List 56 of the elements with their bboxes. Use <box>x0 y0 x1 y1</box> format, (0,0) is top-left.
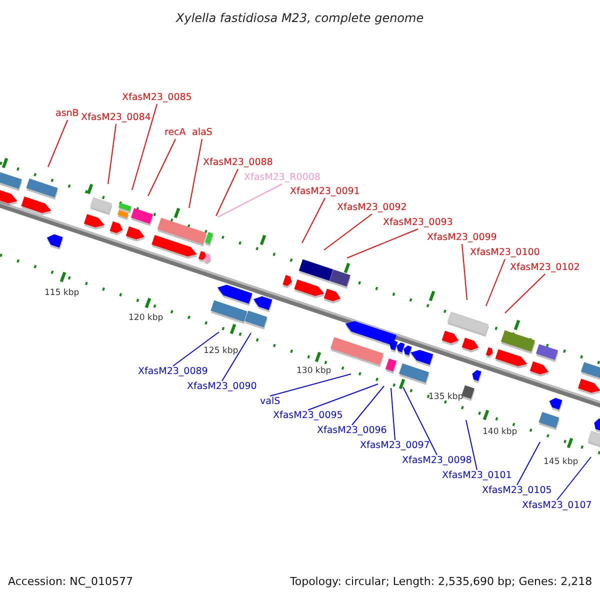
gene-label: XfasM23_0101 <box>442 470 512 482</box>
leader-line <box>302 198 326 244</box>
leader-line <box>504 274 546 314</box>
gene-label: XfasM23_0095 <box>273 410 343 422</box>
tick-label: 145 kbp <box>544 456 578 468</box>
gene-label: XfasM23_0105 <box>482 485 552 497</box>
gene-label: XfasM23_0102 <box>510 262 580 274</box>
tick-label: 140 kbp <box>482 426 518 438</box>
gene-label: XfasM23_0100 <box>470 247 540 259</box>
accession-note: Accession: NC_010577 <box>8 576 134 588</box>
leader-line <box>132 104 158 190</box>
tick-label: 130 kbp <box>296 365 332 377</box>
gene-label: asnB <box>56 108 79 120</box>
leader-line <box>466 420 478 470</box>
leader-line <box>48 120 68 168</box>
leader-line <box>218 184 282 218</box>
leader-line <box>346 228 418 258</box>
tick-label: 120 kbp <box>128 312 164 324</box>
gene-label: XfasM23_0099 <box>427 232 497 244</box>
gene-label: XfasM23_0096 <box>317 425 387 437</box>
genome-summary-note: Topology: circular; Length: 2,535,690 bp; Genes: 2,218 <box>290 576 592 588</box>
gene-label: valS <box>260 396 280 408</box>
leader-line <box>556 456 592 500</box>
gene-label: XfasM23_0107 <box>522 500 592 512</box>
gene-label: XfasM23_0098 <box>402 455 472 467</box>
leader-line <box>402 386 438 456</box>
leader-line <box>172 332 220 366</box>
leader-line <box>108 124 116 184</box>
gene-label: alaS <box>192 127 212 139</box>
gene-label: XfasM23_0091 <box>290 186 360 198</box>
gene-label: XfasM23_0097 <box>360 440 430 452</box>
gene-label: XfasM23_0084 <box>81 112 151 124</box>
gene-label: XfasM23_0085 <box>122 92 192 104</box>
leader-line <box>516 442 540 486</box>
leader-line <box>352 386 384 426</box>
leader-line <box>462 244 468 300</box>
leader-line <box>486 258 506 306</box>
leader-line <box>188 138 202 208</box>
gene-label: XfasM23_0088 <box>203 157 273 169</box>
leader-line <box>216 168 238 216</box>
gene-label: recA <box>164 127 186 139</box>
tick-label: 125 kbp <box>204 345 238 357</box>
leader-line <box>390 388 396 440</box>
leader-line <box>270 374 352 396</box>
gene-label: XfasM23_R0008 <box>244 172 320 184</box>
leader-line <box>308 384 378 410</box>
gene-label: XfasM23_0090 <box>187 381 257 393</box>
map-title: Xylella fastidiosa M23, complete genome <box>176 12 424 24</box>
tick-label: 115 kbp <box>44 287 80 299</box>
leader-line <box>148 138 176 196</box>
gene-label: XfasM23_0093 <box>383 217 453 229</box>
tick-label: 135 kbp <box>428 391 464 403</box>
gene-label: XfasM23_0089 <box>138 366 208 378</box>
gene-label: XfasM23_0092 <box>337 202 407 214</box>
leader-line <box>222 332 252 382</box>
leader-line <box>324 214 372 250</box>
